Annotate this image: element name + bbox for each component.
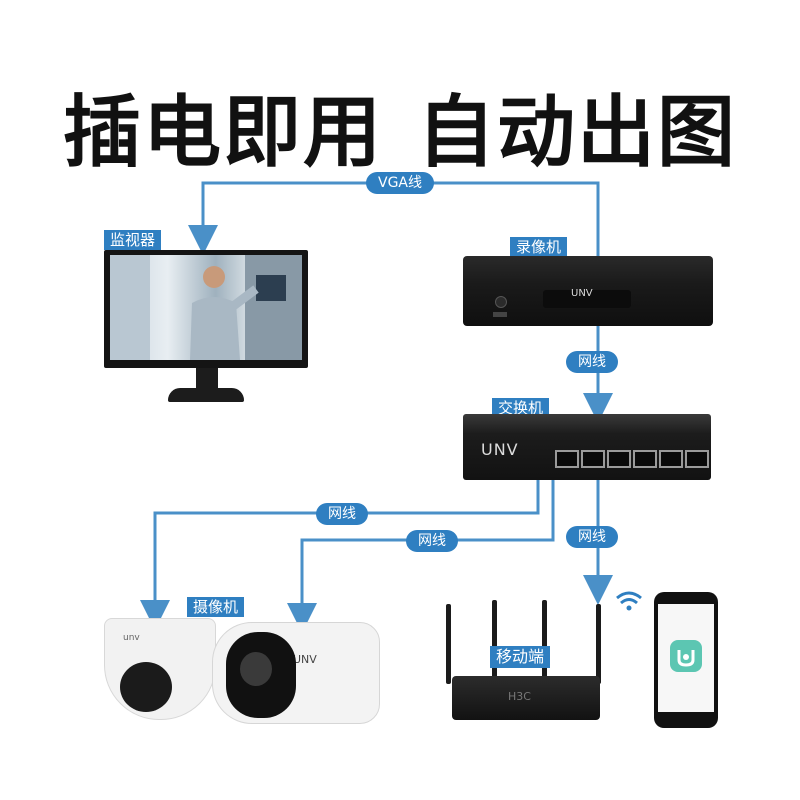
- net-line-dome: [140, 480, 540, 630]
- switch-port: [581, 450, 605, 468]
- nvr-front-panel: [543, 290, 631, 308]
- nvr-label: 录像机: [510, 237, 568, 257]
- switch-device: UNV: [463, 414, 711, 480]
- dome-camera-brand: unv: [123, 633, 140, 643]
- wifi-icon: [616, 591, 642, 611]
- usb-port-icon: [493, 312, 507, 317]
- monitor-label: 监视器: [104, 230, 162, 250]
- router-device: H3C: [452, 676, 600, 720]
- title-part-2: 自动出图: [417, 88, 738, 178]
- vga-cable-label: VGA线: [366, 172, 435, 194]
- monitor-base: [168, 388, 244, 402]
- power-button-icon: [495, 296, 507, 308]
- router-antenna: [492, 600, 497, 684]
- bullet-camera-brand: UNV: [293, 653, 317, 666]
- switch-brand: UNV: [481, 440, 519, 459]
- monitor-stand: [196, 368, 218, 390]
- monitor-display: [110, 255, 302, 360]
- page-title: 插电即用自动出图: [0, 88, 800, 178]
- router-antenna: [446, 604, 451, 684]
- switch-port: [685, 450, 709, 468]
- nvr-device: UNV: [463, 256, 713, 326]
- switch-port: [633, 450, 657, 468]
- dome-camera-lens: [120, 662, 172, 712]
- net-cable-label-router: 网线: [566, 526, 618, 548]
- switch-port: [607, 450, 631, 468]
- nvr-brand: UNV: [571, 288, 593, 299]
- net-cable-label-dome: 网线: [316, 503, 368, 525]
- mobile-label: 移动端: [490, 646, 551, 668]
- net-cable-label-nvr: 网线: [566, 351, 618, 373]
- net-cable-label-bullet: 网线: [406, 530, 458, 552]
- switch-port: [659, 450, 683, 468]
- switch-label: 交换机: [492, 398, 550, 418]
- router-brand: H3C: [508, 690, 531, 703]
- title-part-1: 插电即用: [62, 88, 383, 178]
- worker-image: [110, 255, 302, 360]
- router-antenna: [596, 604, 601, 684]
- app-icon: [670, 640, 702, 672]
- switch-port: [555, 450, 579, 468]
- bullet-camera-lens: [240, 652, 272, 686]
- router-antenna: [542, 600, 547, 684]
- camera-label: 摄像机: [187, 597, 245, 617]
